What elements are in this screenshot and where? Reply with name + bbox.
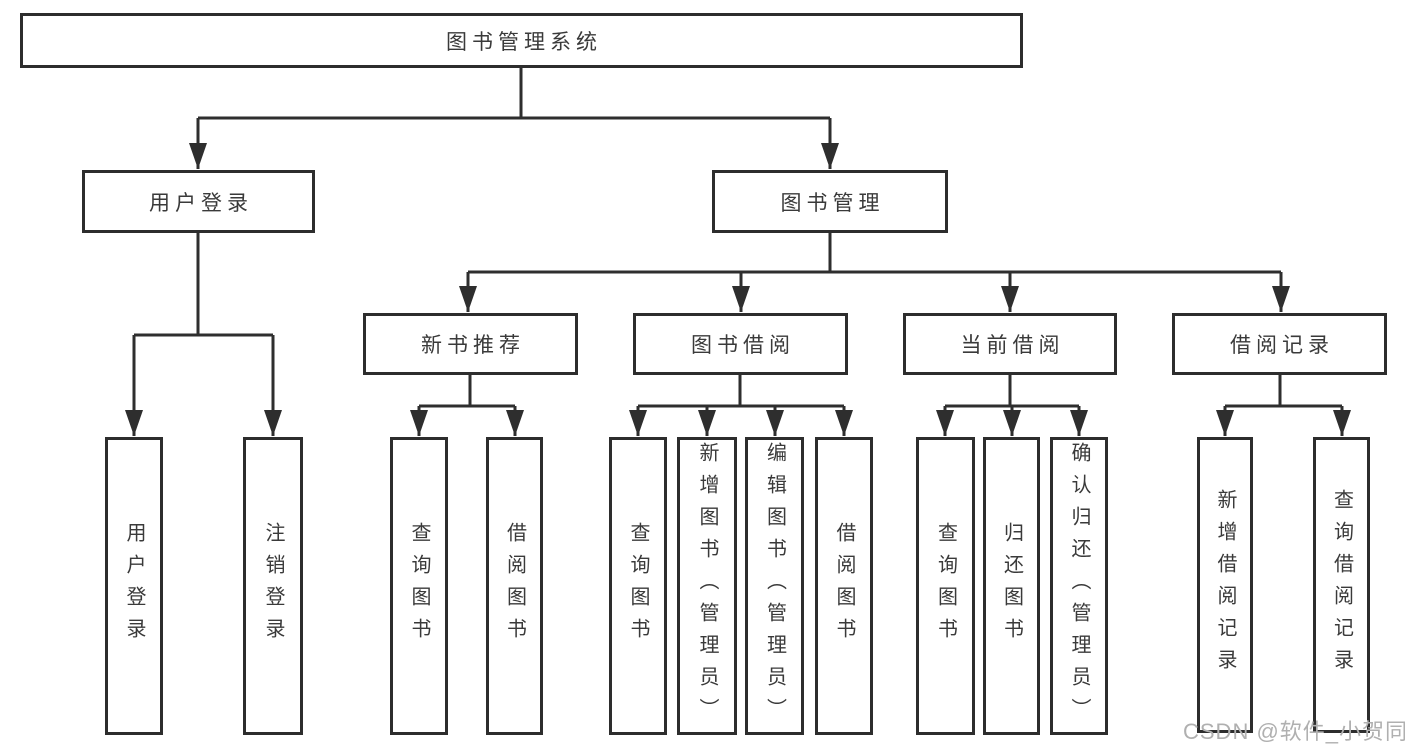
node-label: 确认归还（管理员） [1068,442,1090,730]
edge-book-management-rail [468,233,1281,274]
node-label: 用户登录 [149,191,253,215]
node-label: 图书借阅 [691,334,795,357]
leaf-br-add-record: 新增借阅记录 [1197,437,1253,733]
node-new-book-recommend: 新书推荐 [363,313,578,375]
node-label: 借阅记录 [1230,334,1334,357]
node-book-management: 图书管理 [712,170,948,233]
edge-borrow-records-rail [1225,375,1342,408]
node-root-library-system: 图书管理系统 [20,13,1023,68]
node-label: 查询图书 [408,522,430,650]
leaf-br-query-record: 查询借阅记录 [1313,437,1370,733]
node-book-borrow: 图书借阅 [633,313,848,375]
edge-new-book-recommend-rail [419,375,515,408]
node-label: 当前借阅 [960,334,1065,357]
node-label: 借阅图书 [503,522,526,650]
node-label: 新增图书（管理员） [696,442,718,730]
leaf-bb-edit-books-admin: 编辑图书（管理员） [745,437,804,735]
node-user-login: 用户登录 [82,170,315,233]
leaf-bb-add-books-admin: 新增图书（管理员） [677,437,737,735]
node-label: 查询图书 [934,522,957,650]
leaf-user-login: 用户登录 [105,437,163,735]
leaf-nbr-borrow-books: 借阅图书 [486,437,543,735]
leaf-bb-query-books: 查询图书 [609,437,667,735]
leaf-cb-query-books: 查询图书 [916,437,975,735]
node-label: 新书推荐 [421,334,525,357]
node-label: 编辑图书（管理员） [763,442,786,730]
node-label: 借阅图书 [833,522,855,650]
edge-user-login-rail [134,233,273,337]
leaf-cb-return-books: 归还图书 [983,437,1040,735]
edge-book-borrow-rail [638,375,844,408]
node-label: 图书管理系统 [446,30,602,54]
node-borrow-records: 借阅记录 [1172,313,1387,375]
node-label: 归还图书 [1000,522,1023,650]
node-label: 用户登录 [123,522,145,650]
leaf-cb-confirm-return-admin: 确认归还（管理员） [1050,437,1108,735]
leaf-bb-borrow-books: 借阅图书 [815,437,873,735]
node-label: 注销登录 [262,522,284,650]
node-label: 新增借阅记录 [1214,489,1236,681]
edge-root-rail [198,68,830,120]
node-label: 图书管理 [780,191,885,215]
edge-current-borrow-rail [945,375,1079,408]
leaf-logout: 注销登录 [243,437,303,735]
csdn-watermark: CSDN @软件_小贺同学 [1183,719,1405,744]
node-label: 查询图书 [627,522,649,650]
node-label: 查询借阅记录 [1330,489,1353,681]
node-current-borrow: 当前借阅 [903,313,1117,375]
leaf-nbr-query-books: 查询图书 [390,437,448,735]
